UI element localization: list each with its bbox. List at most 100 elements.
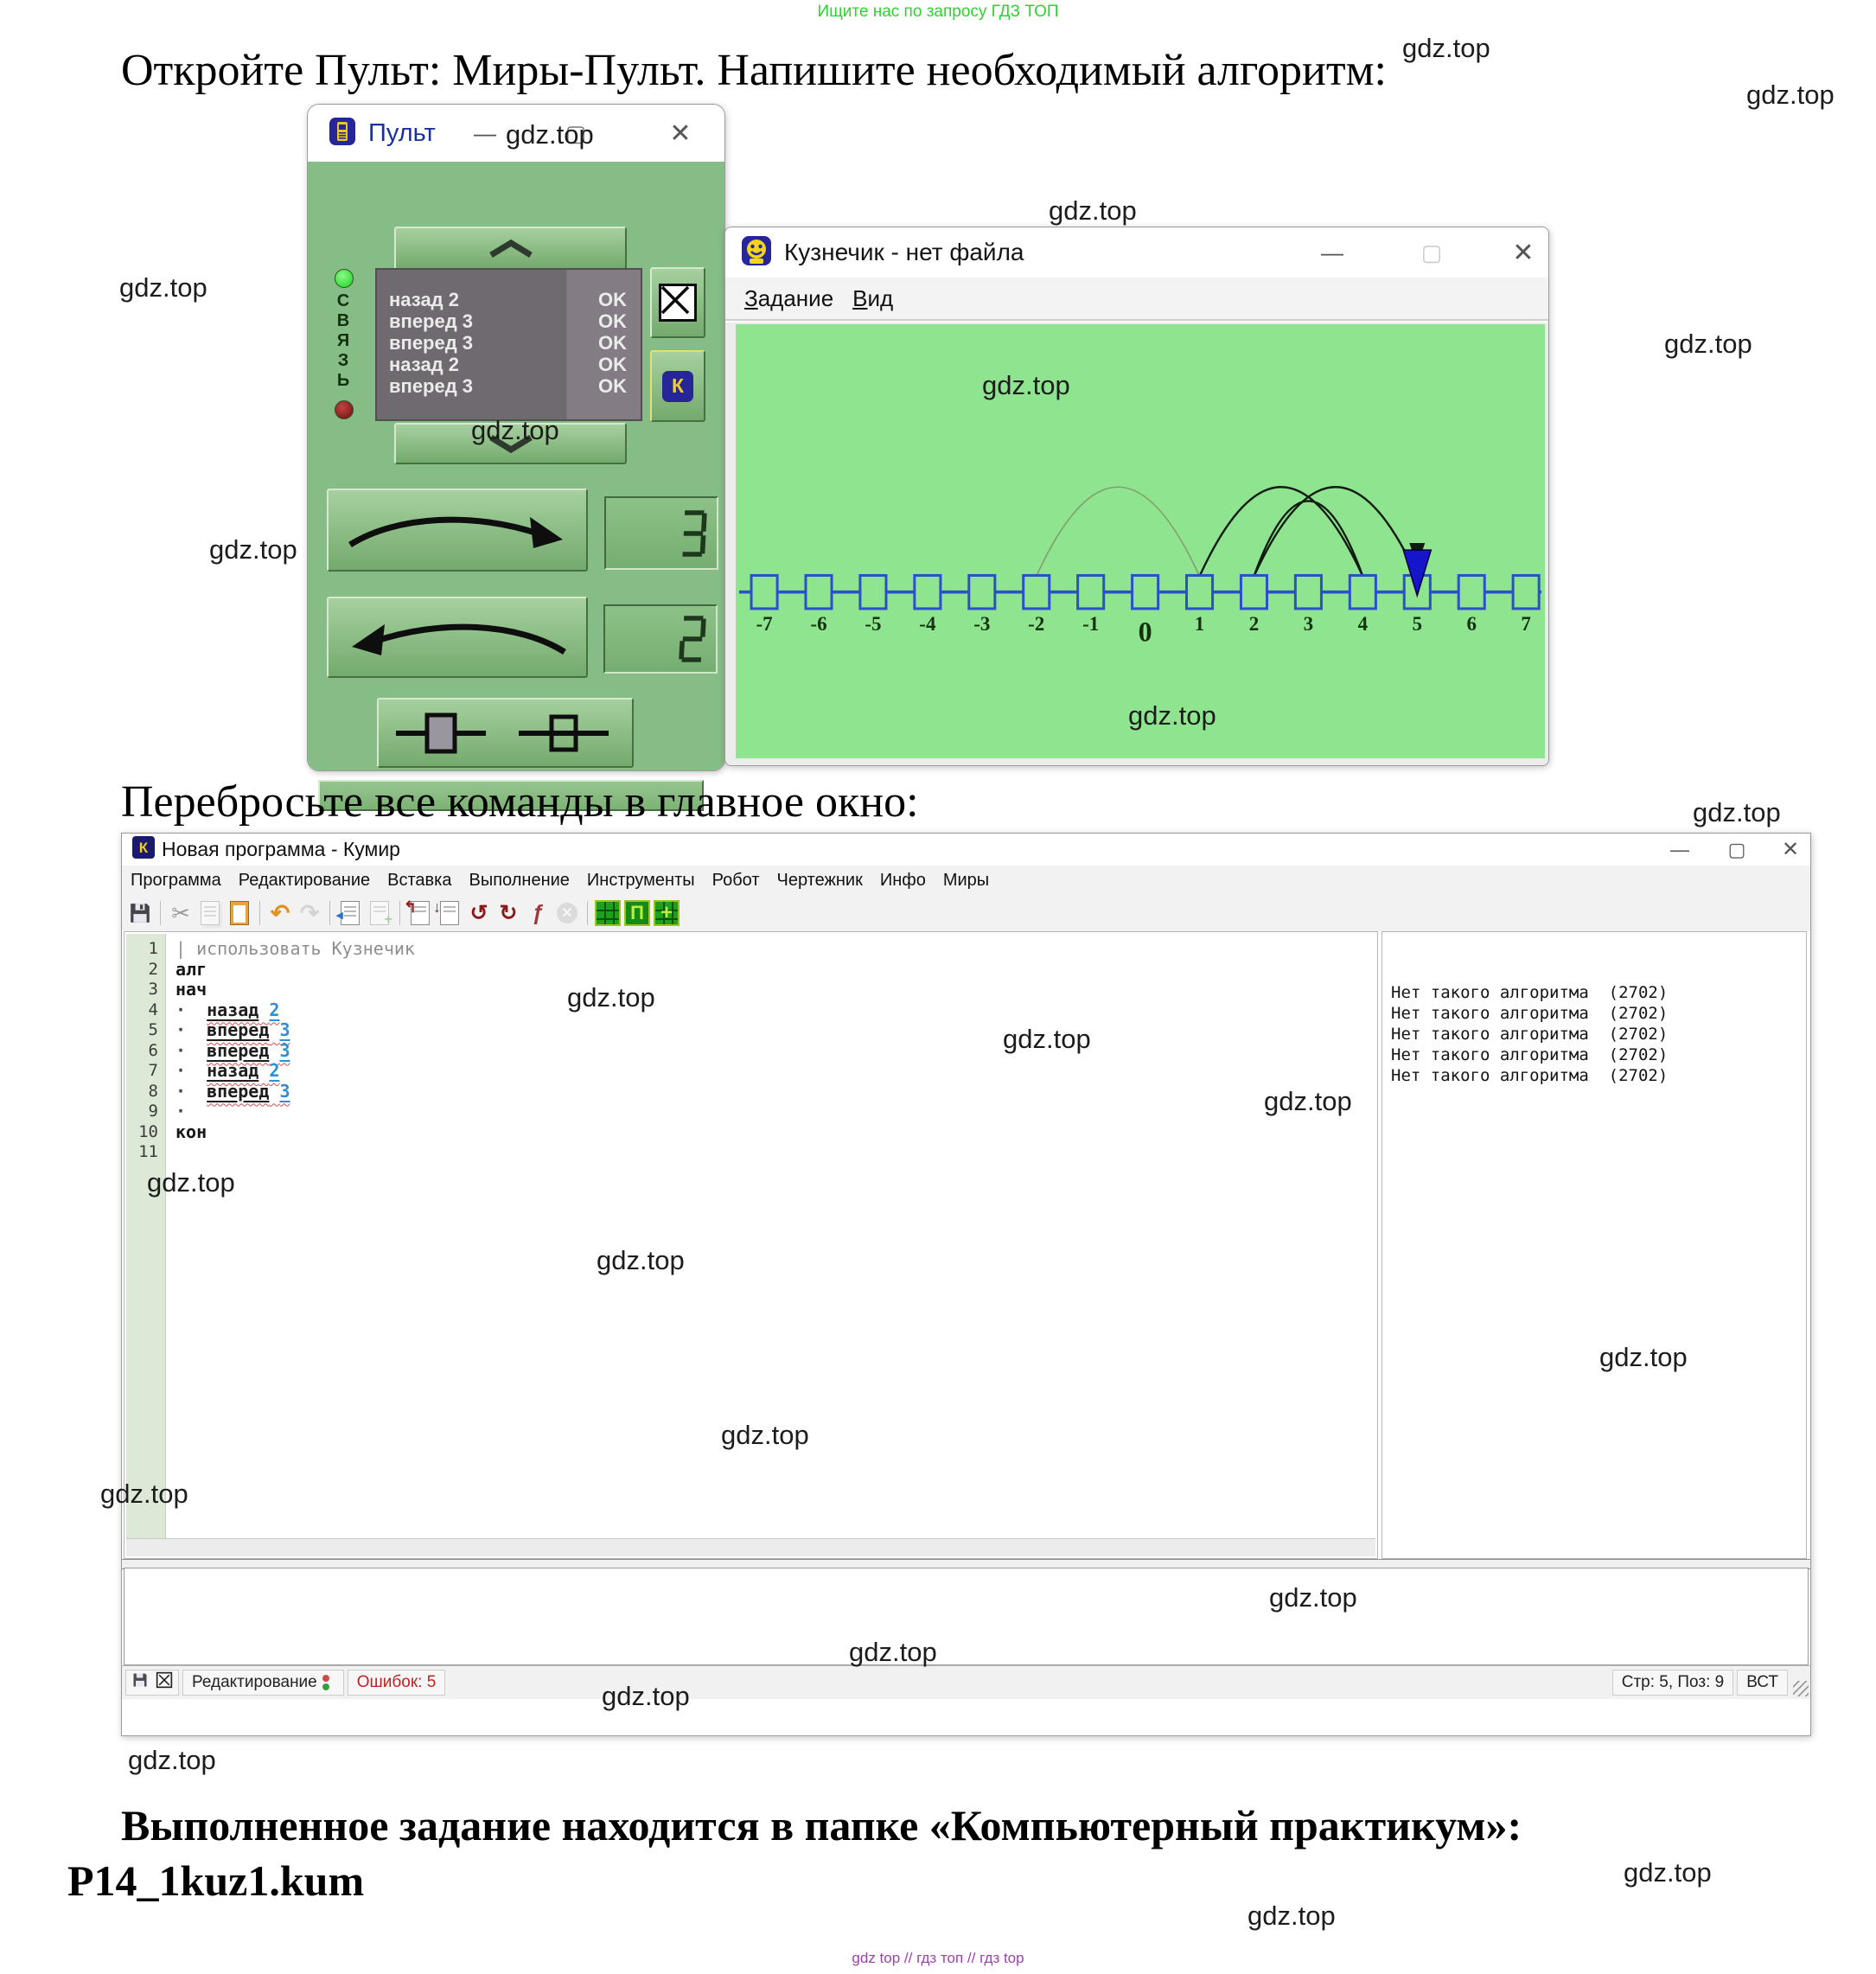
kuznechik-menubar: Задание Вид [725, 278, 1548, 321]
menu-item-миры[interactable]: Миры [942, 870, 990, 890]
error-message: Нет такого алгоритма (2702) [1391, 1045, 1669, 1064]
minimize-icon[interactable]: — [1321, 239, 1343, 265]
code-line[interactable]: · назад 2 [175, 1060, 280, 1081]
kumir-window: К Новая программа - Кумир — ▢ ✕ Программ… [121, 833, 1811, 1736]
chevron-down-icon [488, 435, 533, 454]
io-panel[interactable] [124, 1568, 1809, 1665]
code-line[interactable]: · вперед 3 [175, 1080, 290, 1102]
minimize-icon[interactable]: — [1670, 838, 1689, 860]
minimize-icon[interactable]: — [474, 119, 496, 146]
status-error-count: Ошибок: 5 [347, 1670, 446, 1696]
redo-icon[interactable]: ↷ [299, 899, 320, 926]
add-document-icon[interactable]: + [366, 899, 393, 927]
menu-item-вид[interactable]: Вид [852, 284, 894, 311]
svg-text:7: 7 [1521, 613, 1531, 636]
heading-result-folder: Выполненное задание находится в папке «К… [121, 1801, 1522, 1849]
save-icon[interactable] [126, 899, 154, 927]
code-line[interactable]: · назад 2 [175, 999, 280, 1020]
clear-button[interactable] [650, 267, 705, 338]
menu-item-вставка[interactable]: Вставка [387, 870, 452, 890]
code-line[interactable]: · вперед 3 [175, 1039, 290, 1061]
pult-result-bar [318, 780, 704, 811]
scroll-down-button[interactable] [394, 423, 627, 464]
scroll-up-button[interactable] [394, 227, 627, 270]
paste-icon[interactable] [226, 899, 253, 927]
gdz-watermark: gdz.top [1003, 1024, 1091, 1054]
menu-item-инфо[interactable]: Инфо [879, 870, 926, 890]
run-function-icon[interactable]: ƒ [532, 900, 544, 925]
code-line[interactable]: · вперед 3 [175, 1019, 290, 1040]
svg-text:5: 5 [1413, 613, 1423, 636]
cut-icon[interactable]: ✂ [171, 899, 190, 926]
menu-item-выполнение[interactable]: Выполнение [469, 870, 570, 890]
step-into-icon[interactable]: ↓ [433, 898, 463, 927]
maximize-icon[interactable]: ▢ [1727, 838, 1746, 860]
gdz-watermark: gdz.top [567, 982, 655, 1013]
code-line[interactable]: нач [175, 979, 207, 1000]
gdz-watermark: gdz.top [1247, 1901, 1336, 1931]
copy-icon[interactable] [196, 899, 224, 927]
line-number: 10 [138, 1121, 158, 1141]
menu-item-робот[interactable]: Робот [711, 870, 760, 890]
code-line[interactable]: | использовать Кузнечик [175, 938, 415, 959]
close-icon[interactable]: ✕ [1781, 838, 1800, 861]
result-filename: P14_1kuz1.kum [67, 1856, 365, 1905]
forward-button[interactable] [327, 489, 588, 572]
close-icon[interactable]: ✕ [669, 118, 692, 148]
gdz-watermark: gdz.top [471, 415, 559, 445]
undo-icon[interactable]: ↶ [270, 899, 290, 926]
menu-item-инструменты[interactable]: Инструменты [586, 870, 695, 890]
backward-arrow-icon [352, 623, 566, 655]
menu-item-редактирование[interactable]: Редактирование [238, 870, 371, 890]
gdz-watermark: gdz.top [1128, 700, 1216, 731]
close-doc-icon[interactable] [156, 1671, 173, 1694]
world-grid-icon[interactable]: + [653, 899, 680, 927]
error-panel: Нет такого алгоритма (2702) Нет такого ал… [1381, 931, 1807, 1559]
run-to-cursor-icon[interactable]: ↻ [499, 901, 518, 925]
backward-button[interactable] [327, 597, 588, 678]
gdz-watermark: gdz.top [597, 1245, 685, 1275]
line-number: 2 [148, 959, 158, 979]
horizontal-scrollbar[interactable] [126, 1538, 1375, 1556]
menu-item-программа[interactable]: Программа [131, 870, 221, 890]
error-message: Нет такого алгоритма (2702) [1391, 1066, 1669, 1085]
menu-item-чертежник[interactable]: Чертежник [776, 870, 863, 890]
code-line[interactable]: · [175, 1101, 187, 1121]
close-icon[interactable]: ✕ [1512, 238, 1535, 267]
kumir-toolbar: ✂↶↷◂+↰↓↺↻ƒ✕П+ [122, 895, 1810, 932]
line-number: 11 [138, 1142, 158, 1161]
step-over-icon[interactable]: ↰ [404, 898, 434, 927]
to-kumir-button[interactable]: К [650, 350, 705, 422]
stop-icon[interactable]: ✕ [553, 899, 581, 927]
maximize-icon[interactable]: ▢ [1420, 239, 1443, 265]
command-status: OK [598, 310, 627, 332]
quick-save-icon[interactable] [131, 1671, 149, 1694]
world-robot-icon[interactable] [594, 899, 622, 927]
menu-item-задание[interactable]: Задание [744, 284, 834, 311]
maximize-icon[interactable]: ▢ [565, 119, 587, 146]
grasshopper-smiley-icon [741, 235, 772, 271]
run-loop-icon[interactable]: ↺ [469, 901, 488, 925]
clear-icon [659, 284, 697, 322]
code-line[interactable] [175, 1142, 1375, 1163]
resize-grip[interactable] [1793, 1681, 1809, 1696]
error-message: Нет такого алгоритма (2702) [1391, 1004, 1669, 1023]
code-line[interactable]: алг [175, 958, 207, 980]
insert-template-icon[interactable]: ◂ [336, 899, 364, 927]
condition-button[interactable] [377, 698, 634, 768]
command-status: OK [598, 354, 627, 375]
code-line[interactable]: кон [175, 1121, 207, 1142]
svg-text:-5: -5 [865, 613, 881, 636]
svg-text:0: 0 [1139, 616, 1152, 647]
world-pult-icon[interactable]: П [623, 899, 651, 927]
forward-count-display [604, 496, 718, 570]
gdz-watermark: gdz.top [1693, 797, 1781, 827]
command-text: назад 2 [389, 354, 459, 375]
